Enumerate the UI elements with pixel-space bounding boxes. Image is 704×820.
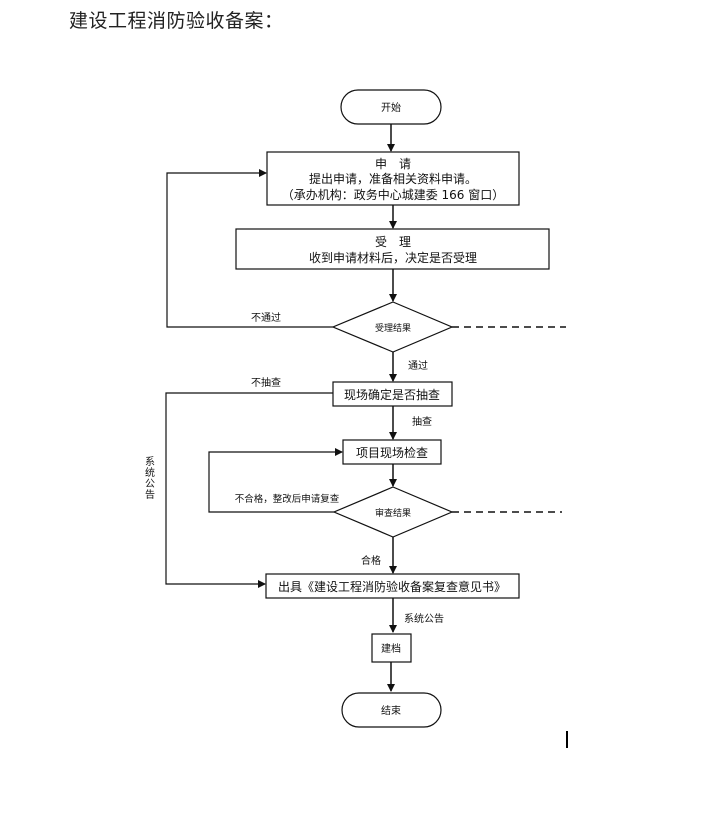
accept-node: 受 理 收到申请材料后，决定是否受理 — [235, 228, 550, 270]
issue-opinion-node: 出具《建设工程消防验收备案复查意见书》 — [265, 573, 520, 599]
system-notice-label: 系统公告 — [404, 612, 444, 625]
apply-line2: （承办机构：政务中心城建委 166 窗口） — [282, 187, 505, 202]
accept-decision-label: 受理结果 — [375, 322, 411, 334]
issue-opinion-label: 出具《建设工程消防验收备案复查意见书》 — [278, 579, 506, 594]
text-cursor — [566, 731, 568, 748]
svg-text:系: 系 — [145, 456, 155, 468]
arrow-fail-loop — [208, 448, 343, 513]
accept-title: 受 理 — [375, 235, 411, 249]
svg-text:公: 公 — [145, 479, 155, 490]
start-label: 开始 — [381, 101, 401, 114]
page-title: 建设工程消防验收备案： — [69, 10, 284, 32]
system-notice-vertical: 系 统 公 告 — [145, 456, 155, 501]
sampling-decision-node: 现场确定是否抽查 — [332, 381, 453, 407]
site-inspection-label: 项目现场检查 — [356, 445, 428, 460]
archive-node: 建档 — [371, 633, 412, 663]
review-decision-label: 审查结果 — [375, 507, 411, 519]
arrow-no-sampling — [165, 392, 333, 588]
pass-label: 通过 — [408, 359, 428, 372]
archive-label: 建档 — [381, 642, 401, 655]
qualified-label: 合格 — [361, 554, 381, 567]
fail-label: 不合格，整改后申请复查 — [235, 493, 340, 505]
start-node: 开始 — [340, 89, 442, 125]
site-inspection-node: 项目现场检查 — [342, 439, 442, 465]
accept-decision-node: 受理结果 — [331, 301, 454, 353]
apply-line1: 提出申请，准备相关资料申请。 — [309, 171, 477, 186]
apply-node: 申 请 提出申请，准备相关资料申请。 （承办机构：政务中心城建委 166 窗口） — [266, 151, 520, 206]
end-node: 结束 — [341, 692, 442, 728]
apply-title: 申 请 — [375, 157, 411, 171]
sampling-decision-label: 现场确定是否抽查 — [344, 387, 440, 402]
arrow-not-pass-loop — [166, 169, 333, 328]
sampling-label: 抽查 — [412, 415, 432, 428]
end-label: 结束 — [381, 704, 401, 717]
review-decision-node: 审查结果 — [332, 486, 454, 538]
not-pass-label: 不通过 — [251, 311, 281, 324]
no-sampling-label: 不抽查 — [251, 376, 281, 389]
accept-line1: 收到申请材料后，决定是否受理 — [309, 250, 477, 265]
svg-text:告: 告 — [145, 488, 155, 501]
svg-text:统: 统 — [145, 466, 155, 479]
